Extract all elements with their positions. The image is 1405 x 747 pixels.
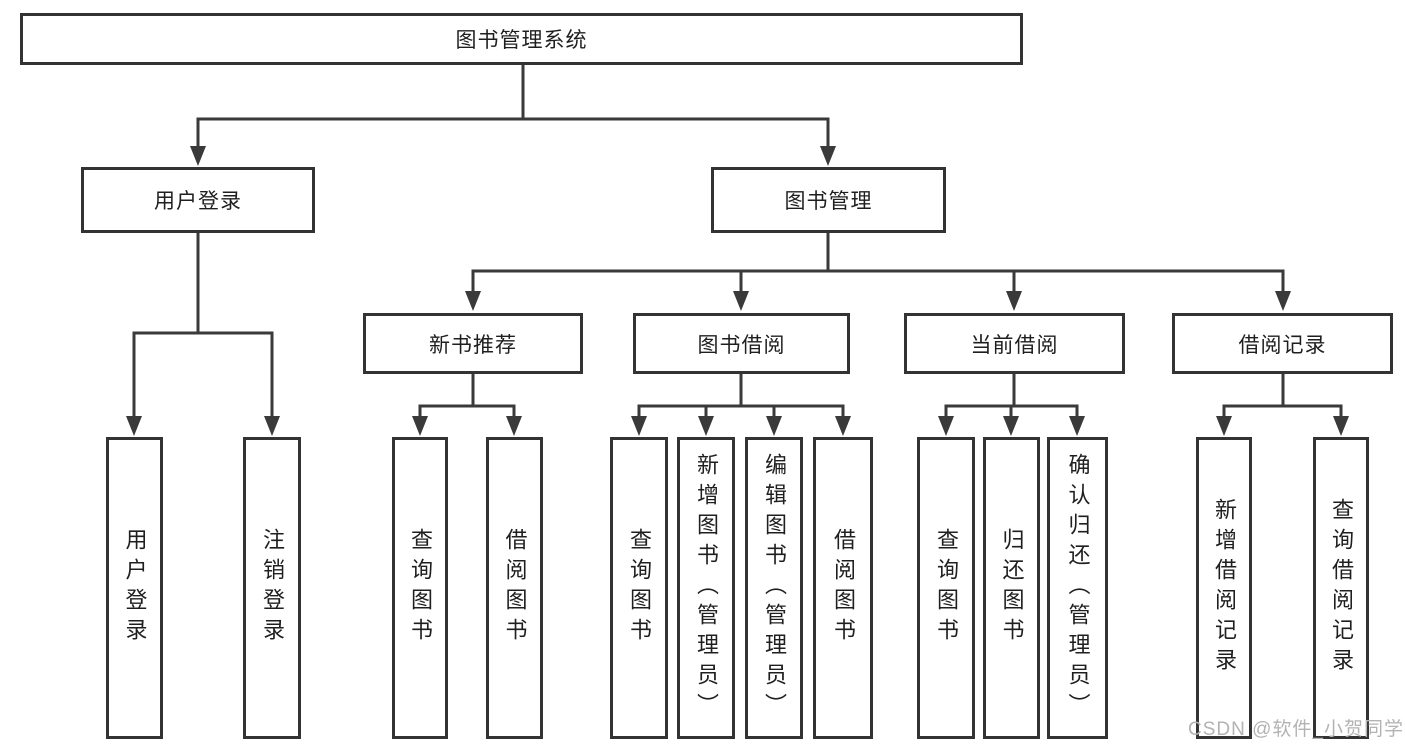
leaf-query-books-recommend: 查询图书	[392, 437, 448, 739]
node-label: 查询图书	[408, 528, 433, 648]
node-label: 借阅图书	[831, 528, 856, 648]
node-label: 新增借阅记录	[1212, 498, 1237, 678]
node-label: 用户登录	[122, 528, 148, 648]
leaf-borrow-books-recommend: 借阅图书	[486, 437, 543, 739]
leaf-query-books-borrowing: 查询图书	[610, 437, 668, 739]
node-label: 借阅图书	[502, 528, 528, 648]
leaf-query-books-current: 查询图书	[917, 437, 975, 739]
node-label: 查询图书	[627, 528, 652, 648]
leaf-return-book: 归还图书	[983, 437, 1040, 739]
leaf-confirm-return-admin: 确认归还（管理员）	[1047, 437, 1108, 739]
leaf-borrow-books: 借阅图书	[813, 437, 873, 739]
node-label: 借阅记录	[1238, 333, 1327, 357]
node-label: 查询借阅记录	[1329, 498, 1354, 678]
leaf-edit-book-admin: 编辑图书（管理员）	[745, 437, 803, 739]
node-user-login: 用户登录	[81, 167, 315, 233]
node-label: 归还图书	[999, 528, 1025, 648]
leaf-add-book-admin: 新增图书（管理员）	[677, 437, 735, 739]
leaf-logout: 注销登录	[243, 437, 301, 739]
node-label: 当前借阅	[970, 333, 1059, 357]
node-borrowing-records: 借阅记录	[1172, 313, 1393, 374]
node-label: 新增图书（管理员）	[694, 453, 719, 723]
node-label: 注销登录	[260, 528, 285, 648]
node-label: 图书管理系统	[455, 29, 588, 52]
node-label: 新书推荐	[429, 333, 517, 357]
node-label: 查询图书	[934, 528, 959, 648]
csdn-watermark: CSDN @软件_小贺同学	[1188, 719, 1404, 740]
node-library-management-system: 图书管理系统	[20, 13, 1023, 65]
node-new-book-recommendation: 新书推荐	[363, 313, 583, 374]
node-label: 图书借阅	[697, 333, 786, 357]
node-label: 图书管理	[784, 190, 873, 213]
node-label: 编辑图书（管理员）	[762, 453, 787, 723]
node-book-borrowing: 图书借阅	[633, 313, 850, 374]
node-label: 用户登录	[154, 190, 242, 213]
leaf-user-login: 用户登录	[106, 437, 163, 739]
node-current-borrowing: 当前借阅	[904, 313, 1125, 374]
leaf-query-borrow-record: 查询借阅记录	[1313, 437, 1369, 739]
node-label: 确认归还（管理员）	[1065, 453, 1091, 723]
node-book-management: 图书管理	[711, 167, 946, 233]
leaf-add-borrow-record: 新增借阅记录	[1196, 437, 1252, 739]
